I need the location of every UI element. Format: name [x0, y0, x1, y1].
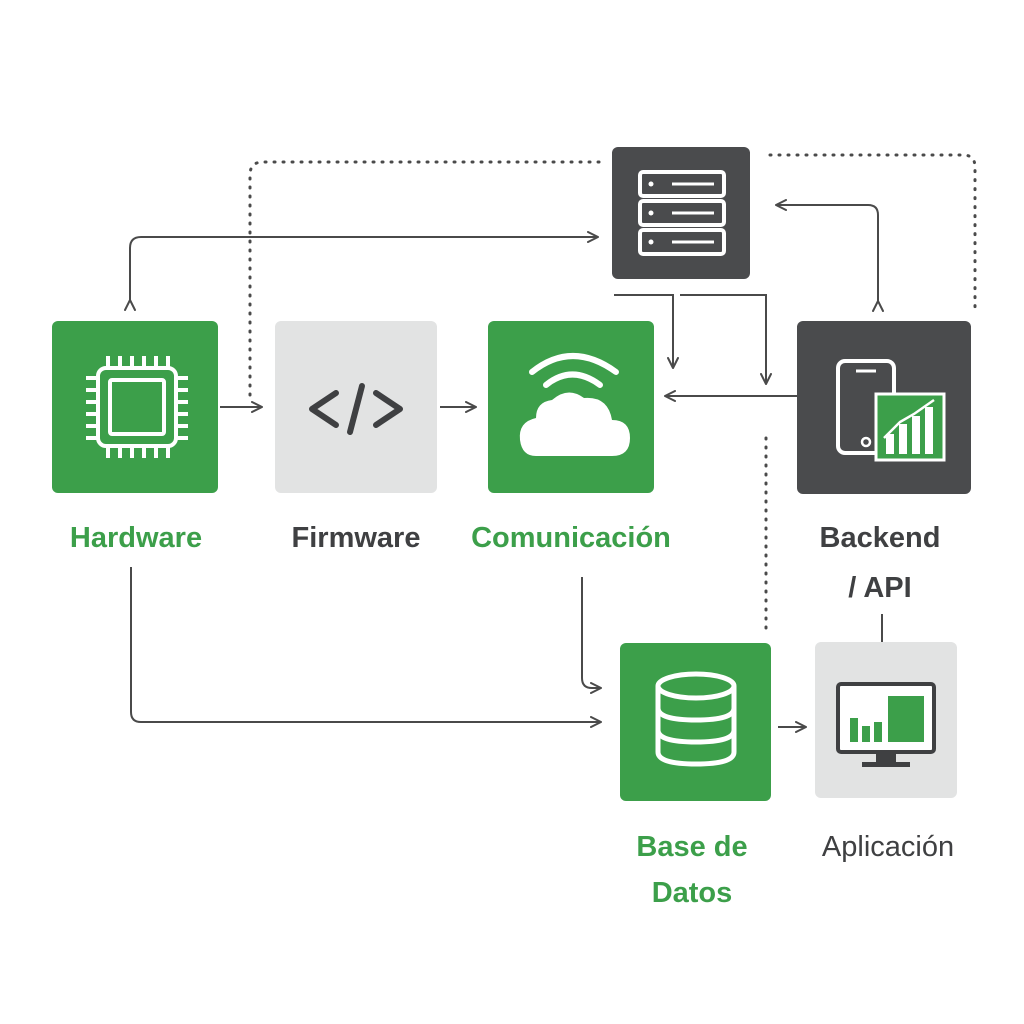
label-comunicacion: Comunicación	[471, 522, 671, 554]
mobile-chart-icon	[836, 359, 946, 462]
edge-hardware-database	[130, 567, 602, 728]
label-hardware: Hardware	[70, 522, 202, 554]
edge-server-backend-dotted	[768, 153, 977, 312]
label-backend-line1: Backend	[820, 522, 941, 554]
node-server[interactable]	[612, 147, 750, 279]
edge-server-backend	[775, 199, 884, 312]
database-icon	[655, 671, 737, 767]
code-icon	[309, 383, 403, 435]
node-aplicacion[interactable]: Aplicación	[815, 642, 957, 863]
edge-server-down	[680, 294, 772, 385]
label-firmware: Firmware	[292, 522, 421, 554]
node-firmware[interactable]: Firmware	[275, 321, 437, 554]
node-hardware[interactable]: Hardware	[52, 321, 218, 554]
edge-hardware-server	[124, 231, 599, 311]
edge-comunicacion-database	[581, 577, 602, 694]
monitor-chart-icon	[836, 682, 936, 767]
chip-icon	[86, 356, 188, 458]
node-database[interactable]: Base de Datos	[620, 643, 771, 909]
label-database-line1: Base de	[636, 831, 747, 863]
label-database-line2: Datos	[652, 877, 733, 909]
node-comunicacion[interactable]: Comunicación	[471, 321, 671, 554]
edge-server-comunicacion	[614, 294, 679, 369]
label-aplicacion: Aplicación	[822, 831, 954, 863]
label-backend-line2: / API	[848, 572, 911, 604]
cloud-wifi-icon	[519, 353, 630, 456]
server-rack-icon	[638, 170, 726, 256]
node-backend[interactable]: Backend / API	[797, 321, 971, 604]
